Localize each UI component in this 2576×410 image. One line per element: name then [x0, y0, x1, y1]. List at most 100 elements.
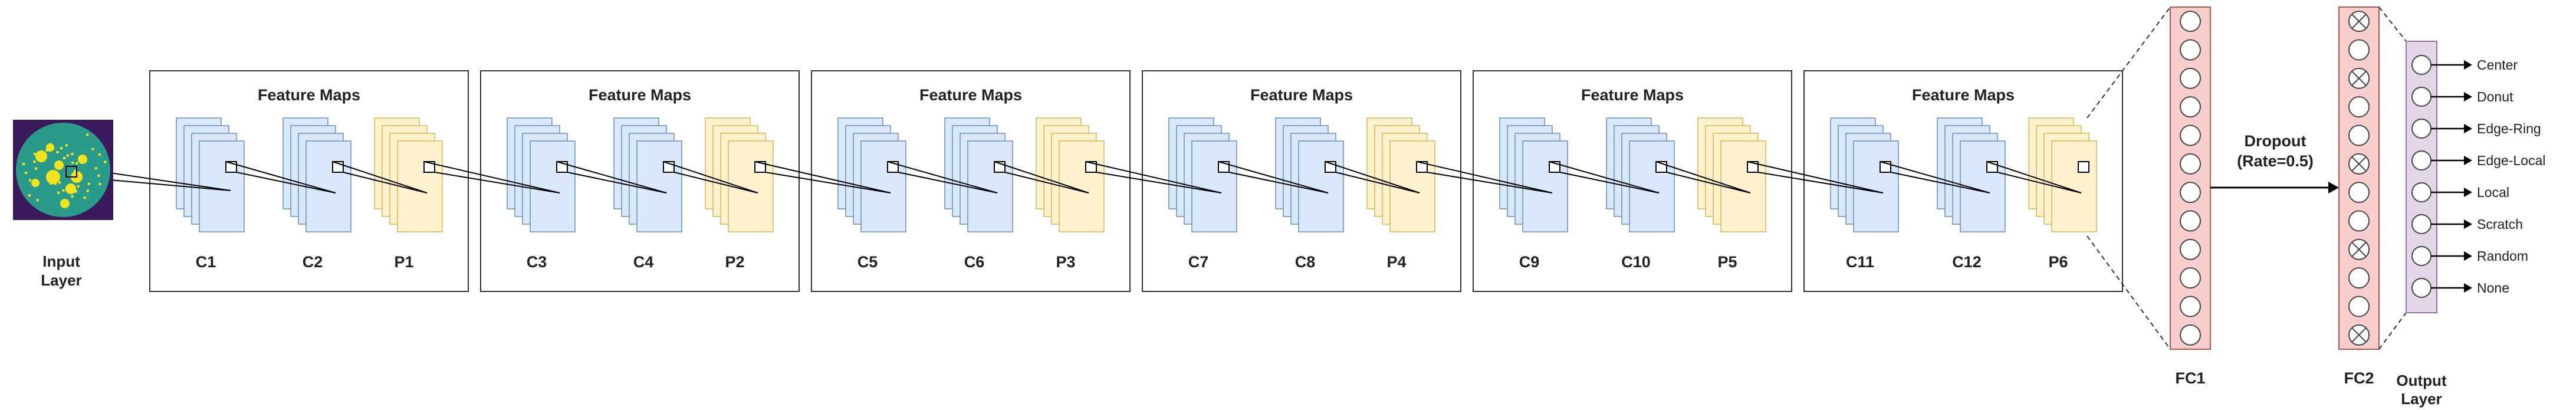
- wafer-defect-pixel: [74, 170, 76, 172]
- projection-line: [663, 161, 758, 193]
- wafer-defect-pixel: [66, 154, 69, 157]
- layer-label: P6: [2048, 253, 2068, 271]
- wafer-defect-pixel: [28, 194, 31, 197]
- projection-line: [1218, 161, 1329, 193]
- projection-line: [765, 172, 891, 193]
- kernel-window: [1747, 161, 1759, 173]
- projection-line: [423, 161, 560, 193]
- output-class-label: Local: [2477, 185, 2509, 200]
- output-layer-label-line2: Layer: [2401, 390, 2442, 408]
- wafer-defect-spot: [35, 150, 47, 162]
- fc1-label: FC1: [2175, 369, 2205, 387]
- output-neuron: [2411, 55, 2432, 75]
- output-arrowhead: [2464, 156, 2472, 165]
- projection-line: [898, 172, 998, 193]
- output-arrowhead: [2464, 219, 2472, 229]
- input-layer-label-line2: Layer: [41, 271, 81, 289]
- wafer-defect-pixel: [91, 147, 94, 150]
- fc1-neuron: [2180, 67, 2201, 89]
- projection-line: [1335, 172, 1420, 193]
- fc1-neuron: [2180, 124, 2201, 146]
- conv-feature-map: [1853, 140, 1899, 232]
- conv-feature-map: [1191, 140, 1237, 232]
- wafer-defect-pixel: [49, 143, 52, 146]
- output-neuron: [2411, 87, 2432, 107]
- projection-lines: [65, 161, 2082, 193]
- output-class-label: Edge-Ring: [2477, 121, 2541, 136]
- layer-label: P1: [394, 253, 413, 271]
- projection-line: [1004, 172, 1089, 193]
- layer-label: C5: [857, 253, 878, 271]
- wafer-defect-pixel: [44, 155, 47, 158]
- wafer-defect-pixel: [45, 149, 48, 152]
- fc1-neuron: [2180, 296, 2201, 317]
- output-class-label: None: [2477, 280, 2509, 296]
- layer-label: C6: [964, 253, 985, 271]
- layer-label: P2: [725, 253, 744, 271]
- fc2-neuron: [2348, 296, 2370, 317]
- conv-feature-map: [860, 140, 906, 232]
- wafer-defect-pixel: [98, 182, 101, 185]
- pooling-feature-map: [2051, 140, 2097, 232]
- wafer-defect-pixel: [97, 174, 100, 177]
- feature-maps-title: Feature Maps: [1250, 86, 1353, 104]
- projection-line: [1416, 161, 1553, 193]
- output-funnel-line: [2378, 312, 2407, 350]
- output-arrowhead: [2464, 251, 2472, 261]
- projection-line: [332, 161, 428, 193]
- feature-maps-title: Feature Maps: [919, 86, 1022, 104]
- projection-line: [1427, 172, 1553, 193]
- projection-line: [1096, 172, 1222, 193]
- wafer-defect-spot: [46, 143, 54, 152]
- projection-line: [1325, 161, 1420, 193]
- wafer-defect-pixel: [86, 133, 89, 136]
- projection-line: [887, 161, 998, 193]
- layer-label: C10: [1621, 253, 1651, 271]
- fc2-neuron: [2348, 96, 2370, 118]
- dropped-neuron-cross: [2351, 14, 2367, 29]
- wafer-defect-pixel: [87, 182, 90, 185]
- fc2-neuron: [2348, 267, 2370, 289]
- wafer-defect-pixel: [33, 160, 36, 163]
- kernel-window: [423, 161, 435, 173]
- wafer-defect-pixel: [29, 179, 32, 182]
- wafer-defect-pixel: [56, 151, 59, 154]
- layer-label: C9: [1519, 253, 1540, 271]
- dropout-label: Dropout: [2245, 132, 2306, 150]
- projection-line: [673, 172, 758, 193]
- wafer-defect-pixel: [25, 171, 28, 174]
- wafer-defect-pixel: [33, 153, 36, 155]
- projection-line: [1747, 161, 1884, 193]
- fc2-neuron: [2348, 124, 2370, 146]
- projection-line: [1757, 172, 1884, 193]
- projection-line: [434, 172, 560, 193]
- projection-line: [343, 172, 428, 193]
- fc2-label: FC2: [2344, 369, 2374, 387]
- output-class-label: Scratch: [2477, 217, 2523, 232]
- projection-line: [1890, 172, 1990, 193]
- projection-line: [236, 172, 336, 193]
- fc1-neuron: [2180, 182, 2201, 204]
- wafer-defect-pixel: [62, 189, 65, 192]
- kernel-window: [2078, 161, 2089, 173]
- wafer-defect-pixel: [52, 174, 55, 177]
- wafer-defect-pixel: [83, 196, 86, 199]
- fc2-neuron: [2348, 182, 2370, 204]
- projection-line: [567, 172, 667, 193]
- wafer-defect-spot: [54, 160, 64, 170]
- wafer-defect-pixel: [65, 144, 68, 147]
- projection-line: [1559, 172, 1660, 193]
- pooling-feature-map: [1720, 140, 1766, 232]
- dropout-arrowhead: [2328, 182, 2339, 193]
- projection-line: [1997, 172, 2082, 193]
- output-neuron: [2411, 119, 2432, 139]
- wafer-defect-pixel: [65, 186, 68, 189]
- projection-line: [1986, 161, 2082, 193]
- wafer-defect-pixel: [36, 199, 39, 202]
- wafer-defect-spot: [60, 199, 70, 208]
- output-funnel-line: [2378, 6, 2407, 42]
- output-arrowhead: [2464, 60, 2472, 70]
